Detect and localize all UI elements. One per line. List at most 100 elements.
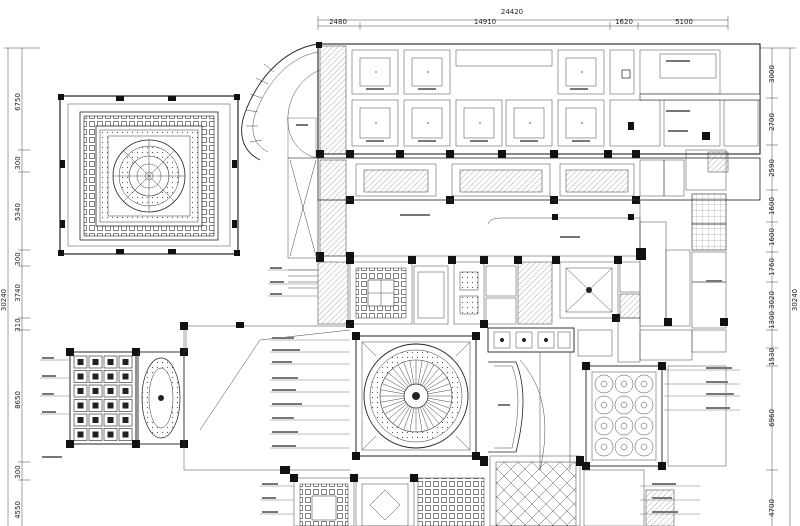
floral-motif bbox=[634, 395, 654, 415]
floral-center bbox=[640, 380, 648, 388]
ceiling-tile-center bbox=[77, 359, 84, 365]
right-dim-segment: 1760 bbox=[768, 258, 776, 276]
ceiling-tile-center bbox=[107, 373, 114, 380]
dome-ray bbox=[384, 377, 406, 391]
dome-ray bbox=[380, 397, 405, 403]
reception-strip bbox=[487, 317, 727, 363]
ceiling-tile bbox=[103, 384, 118, 398]
right-dim-segment: 3000 bbox=[768, 65, 776, 83]
ceiling-tile bbox=[73, 399, 88, 412]
dome-ray bbox=[382, 399, 405, 409]
ceiling-tile-center bbox=[92, 402, 99, 409]
floral-motif bbox=[634, 437, 654, 457]
floral-center bbox=[640, 443, 648, 451]
dome-ray bbox=[427, 399, 450, 409]
floral-motif bbox=[594, 416, 614, 436]
floral-center bbox=[600, 443, 608, 451]
ceiling-tile bbox=[118, 413, 133, 427]
floral-center bbox=[600, 401, 608, 409]
ceiling-tile-center bbox=[92, 431, 99, 438]
left-dim-segment: 8650 bbox=[14, 391, 22, 409]
dome-ray bbox=[397, 406, 411, 428]
ceiling-tile bbox=[88, 370, 103, 383]
ceiling-tile bbox=[118, 384, 133, 398]
ceiling-tile-center bbox=[107, 388, 114, 394]
floral-coffer-ceiling bbox=[582, 362, 727, 470]
dome-ray bbox=[392, 368, 409, 387]
dome-ray bbox=[425, 372, 444, 389]
top-dim-segment: 5100 bbox=[675, 18, 693, 26]
ceiling-tile bbox=[88, 428, 103, 441]
floral-center bbox=[640, 422, 648, 430]
ceiling-tile-center bbox=[92, 359, 99, 365]
floral-center bbox=[620, 380, 628, 388]
ceiling-tile-center bbox=[77, 373, 84, 380]
ceiling-tile-center bbox=[122, 388, 129, 394]
ceiling-tile bbox=[103, 413, 118, 427]
floral-motif bbox=[634, 416, 654, 436]
annotation-label-marks bbox=[42, 60, 734, 513]
right-dim-segment: 1300 bbox=[768, 311, 776, 329]
right-dimension-chain: 30240 3000 2700 2590 1600 1600 1760 3020… bbox=[760, 47, 799, 526]
curved-stair bbox=[241, 43, 321, 161]
left-dim-segment: 3740 bbox=[14, 284, 22, 302]
dome-ray bbox=[419, 362, 429, 385]
ceiling-tile bbox=[88, 413, 103, 427]
dome-ray bbox=[417, 407, 423, 432]
diagonal-hall bbox=[180, 322, 351, 474]
left-dim-overall: 30240 bbox=[0, 289, 8, 311]
floral-center bbox=[600, 380, 608, 388]
dome-ray bbox=[403, 407, 413, 430]
ceiling-tile bbox=[73, 413, 88, 427]
dome-ray bbox=[380, 389, 405, 395]
ceiling-tile bbox=[73, 384, 88, 398]
ceiling-tile-center bbox=[77, 431, 84, 438]
tile-ceiling bbox=[66, 348, 140, 448]
right-dim-segment: 1600 bbox=[768, 228, 776, 246]
floral-motif bbox=[614, 374, 634, 394]
ceiling-tile-center bbox=[122, 431, 129, 438]
dome-ray bbox=[388, 403, 407, 420]
floral-motif bbox=[634, 374, 654, 394]
curved-partition bbox=[488, 352, 571, 471]
right-dim-segment: 3020 bbox=[768, 291, 776, 309]
dome-ray bbox=[423, 368, 440, 387]
right-dim-segment: 6960 bbox=[768, 409, 776, 427]
dome-ray bbox=[426, 377, 448, 391]
ceiling-tile bbox=[73, 355, 88, 369]
dome-ray bbox=[421, 406, 435, 428]
upper-coffer-grid bbox=[316, 42, 761, 158]
ceiling-tile bbox=[103, 370, 118, 383]
dome-ray bbox=[427, 383, 450, 393]
top-dimension-chain: 24420 2480 14910 1620 5100 bbox=[317, 8, 729, 30]
left-dim-segment: 6750 bbox=[14, 93, 22, 111]
ceiling-tile-center bbox=[122, 373, 129, 380]
bottom-row-ceilings bbox=[290, 455, 675, 526]
floral-center bbox=[620, 443, 628, 451]
dome-ray bbox=[403, 362, 413, 385]
ceiling-tile bbox=[103, 399, 118, 412]
corridor bbox=[316, 193, 727, 329]
dome-ray bbox=[397, 364, 411, 386]
dome-ray bbox=[425, 403, 444, 420]
lattice-band bbox=[346, 248, 728, 328]
ceiling-tile-center bbox=[92, 388, 99, 394]
left-dimension-chain: 30240 6750 300 5340 300 3740 310 8650 30… bbox=[0, 47, 40, 526]
dome-ray bbox=[421, 364, 435, 386]
dome-ray bbox=[382, 383, 405, 393]
right-dim-segment: 1530 bbox=[768, 348, 776, 366]
top-dim-segment: 1620 bbox=[615, 18, 633, 26]
ceiling-tile bbox=[103, 428, 118, 441]
ceiling-tile-center bbox=[77, 402, 84, 409]
floral-center bbox=[640, 401, 648, 409]
ceiling-tile bbox=[88, 355, 103, 369]
floral-motif bbox=[614, 437, 634, 457]
ceiling-tile-center bbox=[122, 402, 129, 409]
left-dim-segment: 5340 bbox=[14, 203, 22, 221]
ceiling-tile bbox=[73, 428, 88, 441]
dome-ray bbox=[409, 360, 415, 385]
side-strip bbox=[287, 157, 349, 325]
ceiling-tile bbox=[73, 370, 88, 383]
annotation-leaders bbox=[40, 269, 740, 515]
ceiling-tile-center bbox=[107, 359, 114, 365]
